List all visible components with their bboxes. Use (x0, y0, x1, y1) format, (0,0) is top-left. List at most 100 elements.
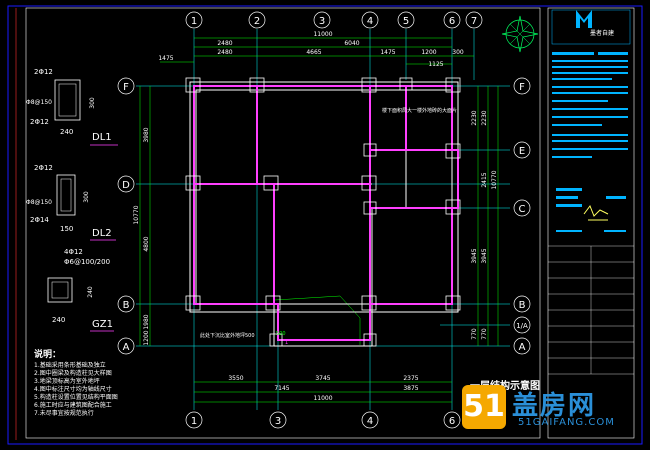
dim-left: 3980 (143, 127, 150, 142)
dim-right: 3945 (471, 248, 478, 263)
general-notes: 说明： 1.基础采用条形基础及独立 2.图中圈梁及构造柱见大样图 3.地梁顶标高… (34, 351, 184, 418)
section-name: DL2 (92, 228, 112, 239)
dim-right: 2415 (481, 172, 488, 187)
section-stirrup: Φ8@150 (26, 199, 52, 206)
note-item: 7.未尽事宜按规范执行 (34, 410, 94, 417)
section-height: 300 (89, 97, 96, 109)
note-item: 1.基础采用条形基础及独立 (34, 362, 106, 369)
svg-text:B: B (123, 300, 130, 311)
axis-bubble-left: D (117, 175, 135, 193)
drawing-title: 一层结构示意图 (470, 381, 540, 392)
axis-bubble-top: 5 (397, 11, 415, 29)
dim-top-row1: 1475 (158, 55, 173, 62)
svg-text:1: 1 (191, 416, 197, 427)
dim-left: 1200 (143, 330, 150, 345)
axis-bubble-right: B (513, 295, 531, 313)
axis-bubble-top: 3 (313, 11, 331, 29)
svg-text:6: 6 (449, 416, 455, 427)
section-width: 240 (52, 316, 65, 324)
svg-text:B: B (519, 300, 526, 311)
plan-mark: 1 (285, 340, 288, 346)
section-width: 240 (60, 128, 73, 136)
axis-bubble-left: B (117, 295, 135, 313)
title-block-brand: 墨者自建 (590, 30, 615, 37)
dim-right: 2230 (481, 110, 488, 125)
dim-top-row3: 300 (452, 49, 464, 56)
dim-top-row3: 1200 (421, 49, 436, 56)
section-bottom-bar: 2Φ14 (30, 216, 49, 224)
axis-bubble-top: 6 (443, 11, 461, 29)
dim-left: 10770 (133, 205, 140, 224)
svg-text:C: C (519, 204, 526, 215)
axis-bubble-top: 4 (361, 11, 379, 29)
svg-text:4: 4 (367, 416, 373, 427)
axis-bubble-bottom: 6 (443, 411, 461, 429)
dim-top-overall: 11000 (313, 31, 332, 38)
section-height: 240 (87, 286, 94, 298)
section-name: GZ1 (92, 319, 113, 330)
beam-lines (189, 81, 459, 347)
watermark-badge: 51 (462, 385, 506, 429)
section-gz1: 4Φ12 Φ6@100/200 240 240 GZ1 (47, 248, 114, 332)
axis-bubble-right: 1/A (513, 316, 531, 334)
axis-bubble-top: 2 (248, 11, 266, 29)
dim-bottom-row1: 2375 (403, 375, 418, 382)
site-watermark: 51 盖房网 51GAIFANG.COM (462, 385, 650, 435)
section-height: 300 (83, 191, 90, 203)
svg-text:4: 4 (367, 16, 373, 27)
axis-bubble-top: 1 (185, 11, 203, 29)
brand-logo-icon (576, 10, 592, 28)
section-width: 150 (60, 225, 73, 233)
axis-bubble-right: F (513, 77, 531, 95)
dim-right: 770 (471, 328, 478, 340)
watermark-name: 盖房网 (512, 391, 597, 421)
axis-bubble-top: 7 (465, 11, 483, 29)
dimension-lines (139, 37, 499, 403)
dim-left: 1980 (143, 314, 150, 329)
section-dl1: 2Φ12 Φ8@150 2Φ12 300 240 DL1 (26, 68, 118, 146)
note-item: 5.构造柱设置位置见结构平面图 (34, 394, 118, 401)
axis-bubble-bottom: 4 (361, 411, 379, 429)
svg-text:D: D (122, 180, 130, 191)
svg-text:1/A: 1/A (516, 322, 528, 330)
axis-bubble-right: E (513, 141, 531, 159)
dim-bottom-row2: 3875 (403, 385, 418, 392)
section-name: DL1 (92, 132, 112, 143)
dim-left: 4800 (143, 236, 150, 251)
dim-top-row2: 6040 (344, 40, 359, 47)
north-arrow-icon (501, 15, 539, 53)
axis-bubble-left: A (117, 337, 135, 355)
dim-right: 10770 (491, 170, 498, 189)
svg-text:E: E (519, 146, 525, 157)
section-bottom-bar: 2Φ12 (30, 118, 49, 126)
notes-title: 说明： (34, 350, 62, 360)
dim-right: 3945 (481, 248, 488, 263)
dim-top-row2: 2480 (217, 40, 232, 47)
plan-note-lower: 此处下沉比室外地坪500 (200, 332, 255, 339)
dim-top-row3: 2480 (217, 49, 232, 56)
svg-text:A: A (123, 342, 130, 353)
plan-note-upper: 楼下面积局大一楼外地砖的大面片 (382, 107, 457, 114)
axis-bubble-right: C (513, 199, 531, 217)
section-top-bar: 2Φ12 (34, 68, 53, 76)
section-top-bar: 2Φ12 (34, 164, 53, 172)
svg-text:3: 3 (275, 416, 281, 427)
svg-text:A: A (519, 342, 526, 353)
svg-text:2: 2 (254, 16, 260, 27)
section-stirrup: Φ6@100/200 (64, 258, 110, 266)
svg-text:F: F (519, 82, 525, 93)
dim-top-row3: 1475 (380, 49, 395, 56)
axis-bubble-bottom: 3 (269, 411, 287, 429)
title-block (547, 7, 635, 439)
axis-bubble-left: F (117, 77, 135, 95)
svg-text:5: 5 (403, 16, 409, 27)
svg-text:3: 3 (319, 16, 325, 27)
dim-bottom-row1: 3745 (315, 375, 330, 382)
note-item: 6.施工时应与建筑图配合施工 (34, 402, 112, 409)
signature-icon (583, 204, 609, 221)
axis-bubble-bottom: 1 (185, 411, 203, 429)
watermark-url: 51GAIFANG.COM (518, 417, 615, 428)
note-item: 3.地梁顶标高为室外地坪 (34, 378, 100, 385)
columns (185, 77, 461, 347)
